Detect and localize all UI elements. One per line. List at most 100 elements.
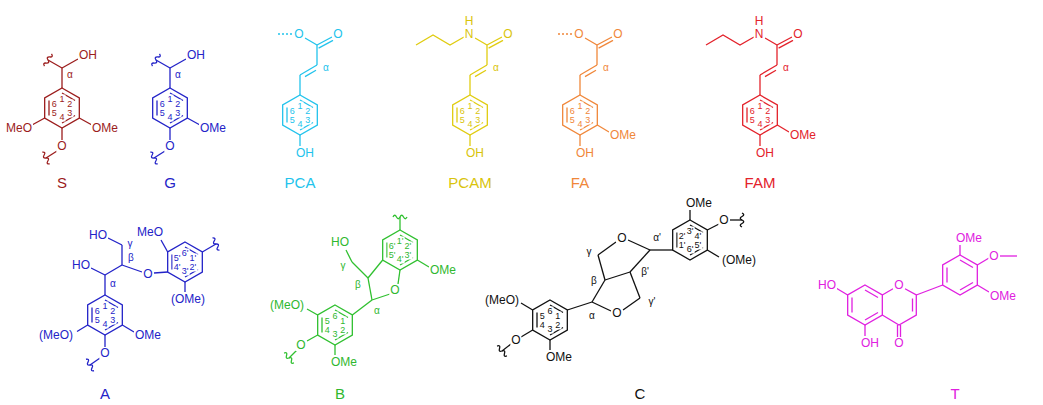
- g-unit-structure: [149, 53, 200, 165]
- bond-line: [673, 220, 708, 260]
- bond-line: [777, 125, 789, 132]
- greek-locant: γ': [648, 297, 657, 307]
- bond-line: [900, 325, 901, 337]
- atom-label: O: [142, 268, 153, 280]
- locant-number: 1: [756, 102, 763, 111]
- bond-line: [161, 240, 168, 252]
- atom-label: HO: [817, 279, 837, 291]
- bond-line: [170, 59, 186, 68]
- bond-line: [897, 325, 898, 337]
- bond-line: [549, 340, 550, 350]
- bond-line: [496, 345, 508, 357]
- bond-line: [211, 237, 221, 251]
- bond-line: [108, 238, 122, 245]
- bond-line: [558, 33, 573, 34]
- bond-line: [156, 60, 170, 68]
- locant-number: 6': [388, 241, 397, 250]
- locant-number: 2: [174, 99, 181, 108]
- atom-label: O: [332, 28, 343, 40]
- greek-locant: α: [782, 63, 790, 73]
- bond-line: [283, 352, 295, 364]
- atom-label: HO: [330, 236, 350, 248]
- locant-number: 2': [188, 262, 197, 271]
- locant-number: 2: [304, 106, 311, 115]
- pca-structure: [278, 34, 333, 146]
- bond-line: [977, 258, 989, 265]
- bond-line: [623, 298, 640, 310]
- s-unit-structure: [32, 53, 92, 165]
- locant-number: 6: [289, 106, 296, 115]
- atom-label: O: [293, 28, 304, 40]
- locant-number: 4: [466, 120, 473, 129]
- atom-label: (OMe): [170, 293, 206, 305]
- atom-label: OH: [755, 147, 775, 159]
- bond-line: [848, 285, 883, 325]
- greek-locant: α: [602, 63, 610, 73]
- a-linkage-structure: [77, 237, 221, 372]
- atom-label: H: [754, 15, 765, 27]
- structure-name: C: [634, 386, 647, 401]
- locant-number: 2: [109, 306, 116, 315]
- bond-line: [416, 35, 464, 45]
- atom-label: O: [611, 307, 622, 319]
- atom-label: O: [988, 250, 999, 262]
- bond-line: [48, 60, 62, 68]
- locant-number: 2: [554, 320, 561, 329]
- greek-locant: α: [66, 70, 74, 80]
- b-linkage-structure: [283, 215, 429, 364]
- atom-label: N: [464, 28, 475, 40]
- bond-line: [383, 230, 418, 270]
- bond-line: [104, 335, 105, 347]
- structure-name: FAM: [744, 175, 777, 190]
- atom-label: OH: [78, 49, 98, 61]
- atom-label: OMe: [609, 129, 637, 141]
- atom-label: HO: [71, 259, 91, 271]
- bond-line: [943, 255, 978, 295]
- atom-label: MeO: [5, 122, 33, 134]
- locant-number: 3': [181, 267, 190, 276]
- atom-label: OMe: [955, 232, 983, 244]
- greek-locant: α: [373, 306, 381, 316]
- greek-locant: α: [174, 70, 182, 80]
- locant-number: 5: [289, 115, 296, 124]
- locant-number: 2: [584, 106, 591, 115]
- bond-line: [121, 245, 122, 265]
- locant-number: 5: [94, 315, 101, 324]
- atom-label: O: [56, 140, 67, 152]
- atom-label: OMe: [429, 264, 457, 276]
- locant-number: 2': [403, 241, 412, 250]
- locant-number: 4: [101, 320, 108, 329]
- greek-locant: β: [590, 276, 598, 286]
- bond-line: [62, 59, 78, 68]
- locant-number: 4': [693, 231, 702, 240]
- atom-label: O: [612, 28, 623, 40]
- locant-number: 4: [539, 320, 546, 329]
- locant-number: 4: [576, 120, 583, 129]
- bond-line: [283, 37, 333, 146]
- locant-number: 4': [396, 255, 405, 264]
- atom-label: O: [502, 28, 513, 40]
- locant-number: 5: [324, 316, 331, 325]
- bond-line: [154, 272, 168, 273]
- bond-line: [151, 53, 161, 67]
- locant-number: 1: [296, 102, 303, 111]
- bond-line: [202, 244, 216, 252]
- bond-line: [368, 278, 372, 300]
- locant-number: 5: [749, 115, 756, 124]
- greek-locant: γ: [340, 261, 347, 271]
- atom-label: O: [792, 28, 803, 40]
- locant-number: 5: [459, 115, 466, 124]
- bond-line: [352, 300, 372, 315]
- bond-line: [289, 350, 297, 358]
- bond-line: [153, 88, 188, 128]
- locant-number: 1: [339, 316, 346, 325]
- bond-line: [184, 282, 185, 292]
- bond-line: [61, 68, 62, 88]
- locant-number: 6: [94, 306, 101, 315]
- bond-line: [453, 37, 503, 146]
- locant-number: 3: [174, 108, 181, 117]
- bond-line: [598, 242, 616, 255]
- bond-line: [916, 285, 942, 295]
- locant-number: 5: [51, 108, 58, 117]
